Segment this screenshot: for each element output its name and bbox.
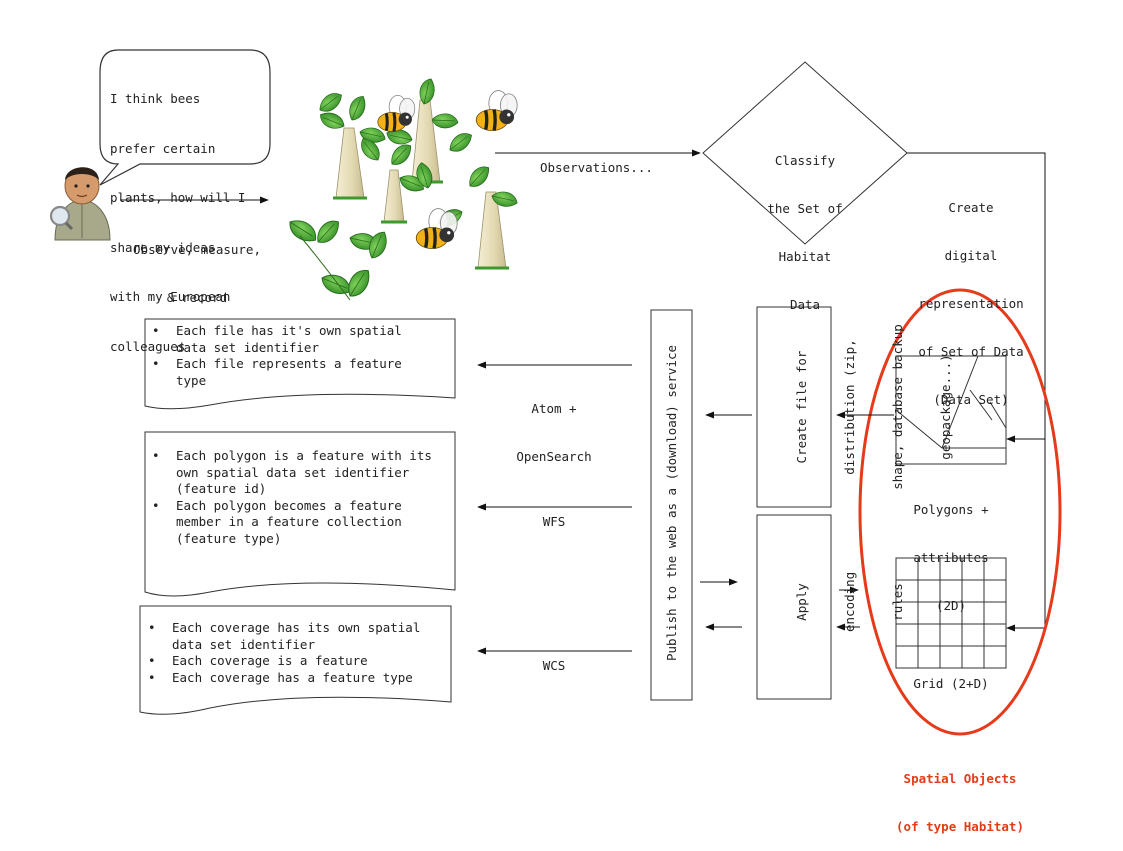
publish-box <box>650 309 693 701</box>
spatial-objects-highlight <box>858 288 1062 736</box>
list-item: Each coverage has a feature type <box>142 670 420 687</box>
polygons-label: Polygons + attributes (2D) <box>913 502 989 613</box>
speech-bubble-icon <box>99 49 271 186</box>
plant-icon <box>315 76 520 270</box>
list-item: Each file has it's own spatial data set … <box>146 323 402 356</box>
classify-label: Classify the Set of Habitat Data <box>767 153 843 312</box>
list-item: Each polygon is a feature with its own s… <box>146 448 432 498</box>
polygons-figure <box>895 355 1007 465</box>
atom-service-label: Atom + OpenSearch <box>516 401 592 464</box>
observe-label: Observe, measure, & record <box>133 242 261 305</box>
create-file-box <box>756 306 832 508</box>
wfs-document-list: Each polygon is a feature with its own s… <box>146 448 432 547</box>
grid-label: Grid (2+D) <box>913 676 989 691</box>
create-connector <box>907 152 1046 628</box>
list-item: Each polygon becomes a feature member in… <box>146 498 432 548</box>
leaf-icon <box>285 213 393 301</box>
grid-figure <box>895 557 1007 669</box>
list-item: Each coverage has its own spatial data s… <box>142 620 420 653</box>
wfs-service-label: WFS <box>542 514 566 529</box>
observations-label: Observations... <box>540 160 653 175</box>
classify-diamond <box>702 61 908 245</box>
create-digital-label: Create digital representation of Set of … <box>918 200 1024 407</box>
atom-document-list: Each file has it's own spatial data set … <box>146 323 402 389</box>
publish-label: Publish to the web as a (download) servi… <box>664 344 679 662</box>
magnifier-icon <box>49 205 74 231</box>
list-item: Each file represents a feature type <box>146 356 402 389</box>
person-icon <box>54 167 111 241</box>
spatial-objects-caption: Spatial Objects (of type Habitat) <box>896 771 1024 834</box>
wcs-document-list: Each coverage has its own spatial data s… <box>142 620 420 686</box>
wcs-service-label: WCS <box>542 658 566 673</box>
apply-encoding-box <box>756 514 832 700</box>
list-item: Each coverage is a feature <box>142 653 420 670</box>
